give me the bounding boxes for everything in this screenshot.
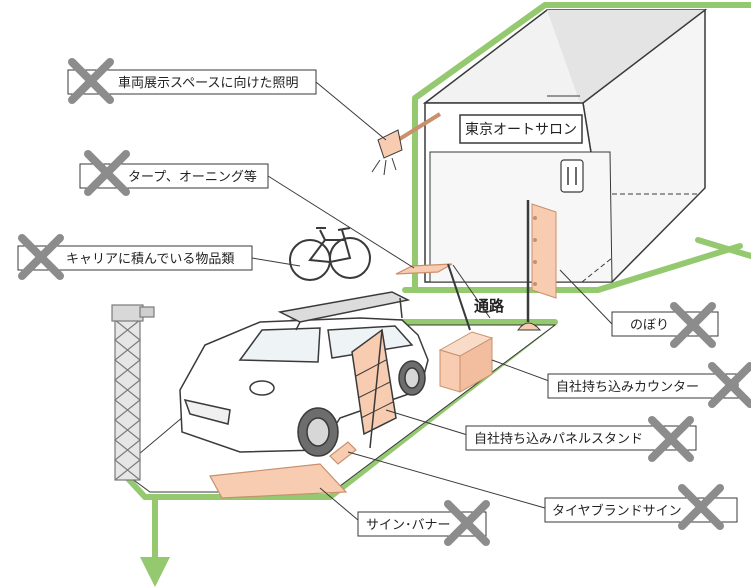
label-panel-stand: 自社持ち込みパネルスタンド (474, 431, 643, 447)
tarp (395, 263, 491, 331)
cross-icon (68, 58, 114, 104)
passage-label: 通路 (474, 297, 505, 315)
cross-icon (648, 416, 694, 462)
truss-tower (111, 304, 155, 481)
label-tire-sign: タイヤブランドサイン (552, 503, 682, 519)
floor-banner (209, 463, 348, 499)
cross-icon (670, 302, 716, 348)
building-sign (459, 114, 583, 144)
cross-icon (444, 500, 490, 546)
label-nobori: のぼり (630, 318, 669, 333)
cross-icon (18, 234, 64, 280)
building-opening (429, 151, 613, 283)
label-counter: 自社持ち込みカウンター (556, 379, 699, 395)
label-lighting: 車両展示スペースに向けた照明 (118, 75, 298, 91)
label-box-counter (547, 373, 739, 399)
cross-icon (708, 362, 751, 408)
label-box-carrier (17, 245, 253, 271)
building (422, 8, 708, 284)
building-sign-text: 東京オートサロン (465, 122, 577, 138)
tire-sign (329, 441, 357, 465)
nobori-flag (517, 200, 557, 331)
label-tarp: タープ、オーニング等 (128, 169, 257, 185)
wall-outlet (560, 159, 584, 193)
label-box-lighting (67, 69, 317, 95)
label-carrier: キャリアに積んでいる物品類 (66, 252, 234, 267)
cross-marks (18, 58, 751, 546)
car-windshield (238, 327, 321, 363)
cross-icon (678, 484, 724, 530)
counter (438, 331, 494, 393)
spotlight (371, 112, 442, 176)
label-banner: サイン･バナー (366, 518, 451, 533)
cross-icon (84, 150, 130, 196)
bicycle (289, 227, 371, 281)
leader-lines (251, 81, 613, 521)
panel-stand (351, 328, 397, 449)
roof-rack (277, 291, 411, 323)
